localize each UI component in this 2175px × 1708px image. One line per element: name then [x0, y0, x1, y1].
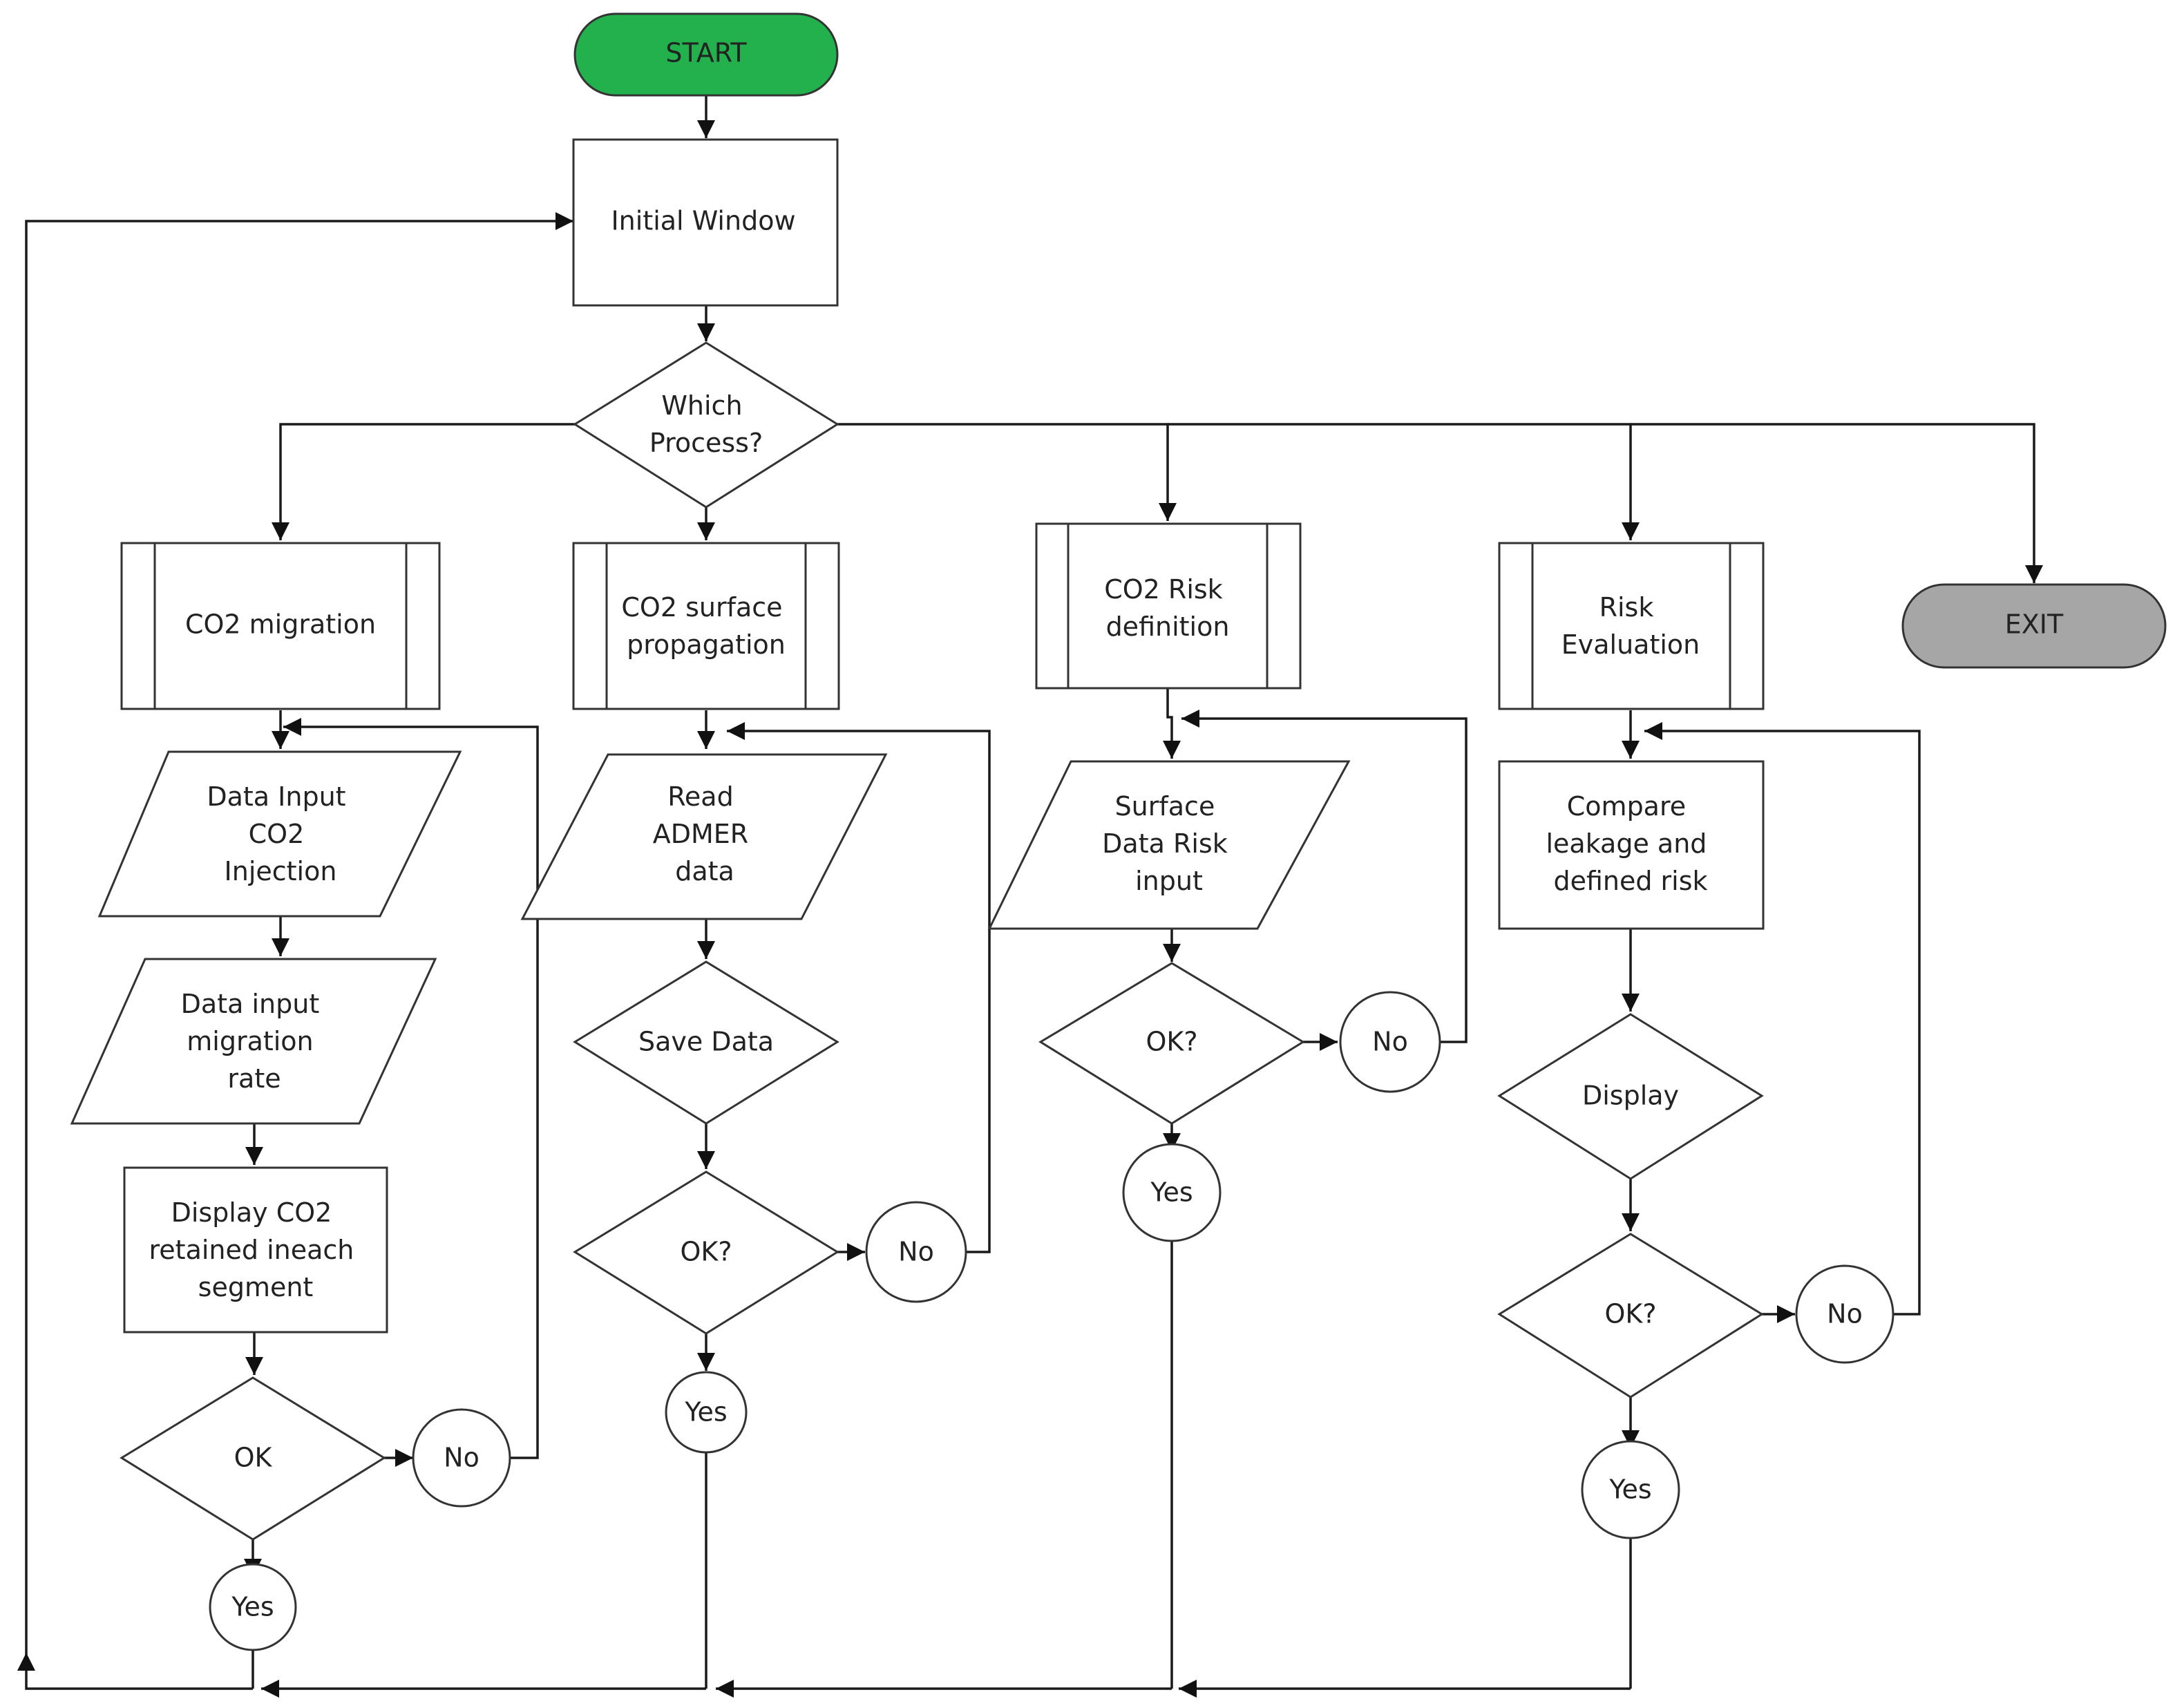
- ok-decision-c4-label: OK?: [1605, 1299, 1657, 1329]
- yes-node-c3-shape: [1122, 1143, 1222, 1242]
- initial-window-label: Initial Window: [611, 206, 795, 236]
- co2-surface-label: CO2 surface propagation: [621, 592, 790, 660]
- surface-data-label: Surface Data Risk input: [1102, 791, 1236, 896]
- data-input-injection: Data Input CO2 Injection: [97, 750, 462, 918]
- compare-box: Compare leakage and defined risk: [1498, 760, 1765, 930]
- co2-surface-process: CO2 surface propagation: [572, 542, 840, 710]
- display-decision: Display: [1497, 1013, 1764, 1180]
- data-input-injection-label: Data Input CO2 Injection: [207, 781, 354, 886]
- yes-node-c2-label: Yes: [684, 1397, 727, 1427]
- display-co2-shape: [123, 1166, 388, 1334]
- ok-decision-c1-label: OK: [234, 1443, 273, 1473]
- ok-decision-c3: OK?: [1038, 962, 1305, 1125]
- co2-surface-shape: [572, 542, 840, 710]
- surface-data-input: Surface Data Risk input: [987, 760, 1351, 930]
- start-terminal: START: [573, 12, 839, 97]
- no-node-c3-shape: [1339, 991, 1441, 1093]
- yes-node-c1-shape: [209, 1563, 297, 1651]
- connectors: [17, 95, 2043, 1698]
- yes-node-c1: Yes: [209, 1563, 297, 1651]
- data-input-rate-shape: [70, 958, 437, 1125]
- ok-decision-c4-shape: [1497, 1233, 1764, 1398]
- display-shape: [1497, 1013, 1764, 1180]
- co2-migration-process: CO2 migration: [120, 542, 441, 710]
- risk-eval-process: Risk Evaluation: [1498, 542, 1765, 710]
- no-node-c2-label: No: [898, 1237, 934, 1267]
- no-node-c4-shape: [1795, 1264, 1894, 1364]
- read-admer: Read ADMER data: [520, 753, 888, 920]
- edge-to-co2-risk: [837, 423, 1177, 521]
- co2-migration-label: CO2 migration: [185, 609, 376, 640]
- ok-decision-c3-shape: [1038, 962, 1305, 1125]
- ok-decision-c2: OK?: [573, 1170, 839, 1335]
- yes-node-c3: Yes: [1122, 1143, 1222, 1242]
- ok-decision-c2-label: OK?: [681, 1237, 732, 1267]
- no-node-c3: No: [1339, 991, 1441, 1093]
- initial-window-shape: [572, 138, 839, 307]
- no-node-c1: No: [412, 1408, 511, 1508]
- start-shape: [573, 12, 839, 97]
- which-process-shape: [573, 341, 839, 509]
- edge-c1-no-loop: [283, 718, 539, 1459]
- yes-node-c1-label: Yes: [231, 1592, 274, 1622]
- initial-window-box: Initial Window: [572, 138, 839, 307]
- ok-decision-c1-shape: [120, 1376, 386, 1541]
- edge-to-co2-migration: [272, 423, 575, 540]
- ok-decision-c3-label: OK?: [1146, 1027, 1198, 1057]
- save-data-label: Save Data: [638, 1027, 774, 1057]
- no-node-c2-shape: [865, 1201, 967, 1303]
- no-node-c3-label: No: [1372, 1027, 1408, 1057]
- no-node-c2: No: [865, 1201, 967, 1303]
- edge-c2-no-loop: [727, 722, 991, 1253]
- co2-risk-process: CO2 Risk definition: [1035, 522, 1302, 690]
- which-process-label: Which Process?: [649, 390, 763, 458]
- ok-decision-c2-shape: [573, 1170, 839, 1335]
- edge-c3-no-loop: [1181, 710, 1468, 1043]
- yes-node-c4-label: Yes: [1608, 1474, 1651, 1505]
- edge-return-to-window: [25, 212, 573, 1653]
- save-data-decision: Save Data: [573, 960, 839, 1125]
- data-input-injection-shape: [97, 750, 462, 918]
- compare-label: Compare leakage and defined risk: [1546, 791, 1715, 896]
- no-node-c4: No: [1795, 1264, 1894, 1364]
- no-node-c1-shape: [412, 1408, 511, 1508]
- risk-eval-label: Risk Evaluation: [1561, 592, 1700, 660]
- exit-terminal: EXIT: [1901, 583, 2167, 669]
- yes-node-c2-shape: [665, 1371, 748, 1454]
- ok-decision-c4: OK?: [1497, 1233, 1764, 1398]
- data-input-rate-label: Data input migration rate: [181, 989, 328, 1094]
- yes-node-c3-label: Yes: [1150, 1177, 1193, 1208]
- co2-migration-shape: [120, 542, 441, 710]
- edge-bus-c1: [17, 1653, 253, 1690]
- display-co2-box: Display CO2 retained ineach segment: [123, 1166, 388, 1334]
- exit-label: EXIT: [2005, 609, 2064, 640]
- co2-risk-shape: [1035, 522, 1302, 690]
- exit-shape: [1901, 583, 2167, 669]
- compare-shape: [1498, 760, 1765, 930]
- no-node-c4-label: No: [1827, 1299, 1863, 1329]
- edge-c3-a: [1163, 688, 1181, 759]
- edge-to-exit: [1631, 423, 2043, 583]
- start-label: START: [665, 38, 747, 68]
- display-co2-label: Display CO2 retained ineach segment: [149, 1197, 363, 1302]
- save-data-shape: [573, 960, 839, 1125]
- no-node-c1-label: No: [444, 1443, 479, 1473]
- data-input-rate: Data input migration rate: [70, 958, 437, 1125]
- display-label: Display: [1582, 1081, 1679, 1111]
- yes-node-c4: Yes: [1581, 1440, 1680, 1539]
- read-admer-label: Read ADMER data: [653, 781, 757, 886]
- yes-node-c2: Yes: [665, 1371, 748, 1454]
- co2-risk-label: CO2 Risk definition: [1104, 574, 1231, 642]
- edge-c4-no-loop: [1644, 722, 1921, 1316]
- yes-node-c4-shape: [1581, 1440, 1680, 1539]
- which-process-decision: Which Process?: [573, 341, 839, 509]
- surface-data-shape: [987, 760, 1351, 930]
- ok-decision-c1: OK: [120, 1376, 386, 1541]
- risk-eval-shape: [1498, 542, 1765, 710]
- read-admer-shape: [520, 753, 888, 920]
